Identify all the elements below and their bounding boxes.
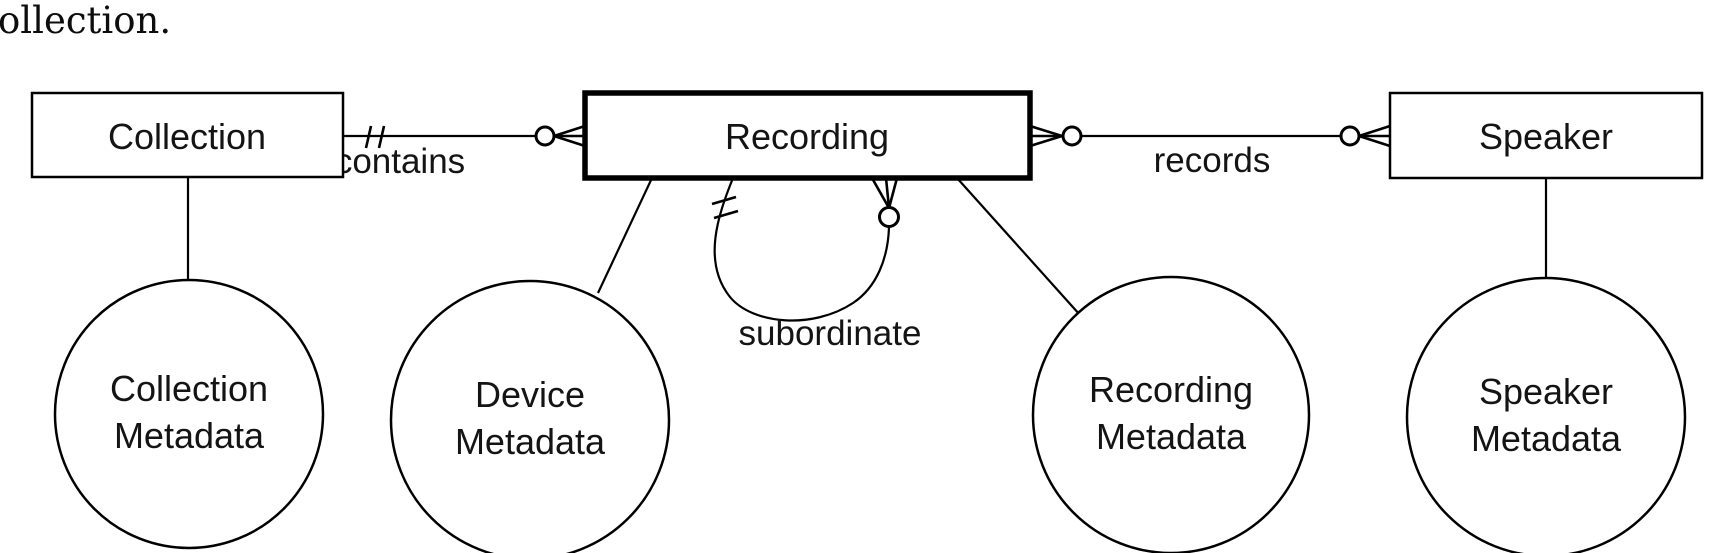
attribute-recording-metadata-circle (1031, 275, 1311, 553)
relationship-contains: contains (335, 124, 586, 181)
document-text-fragment: ollection. (0, 0, 171, 42)
attribute-device-metadata-circle (389, 279, 671, 553)
relationship-records: records (1029, 124, 1391, 180)
attribute-collection-metadata: Collection Metadata (53, 278, 325, 550)
attribute-speaker-metadata-label-line2: Metadata (1471, 418, 1622, 459)
attribute-collection-metadata-label-line2: Metadata (114, 415, 265, 456)
cardinality-zero-many-crowfoot-icon (1029, 124, 1083, 148)
relationship-subordinate-label: subordinate (739, 314, 922, 353)
relationship-subordinate-loop (713, 177, 891, 322)
attribute-collection-metadata-label-line1: Collection (110, 368, 268, 409)
cardinality-zero-many-crowfoot-icon (534, 124, 586, 148)
attribute-device-metadata-label-line2: Metadata (455, 421, 606, 462)
entity-recording: Recording (582, 90, 1033, 181)
attribute-speaker-metadata-label-line1: Speaker (1479, 371, 1613, 412)
entity-collection-label: Collection (108, 116, 266, 157)
relationship-contains-label: contains (335, 142, 465, 181)
relationship-subordinate: subordinate (711, 177, 922, 353)
attribute-device-metadata-label-line1: Device (475, 374, 585, 415)
attribute-recording-metadata-label-line1: Recording (1089, 369, 1253, 410)
entity-recording-label: Recording (725, 116, 889, 157)
connector-recording-to-recording-metadata (956, 177, 1081, 316)
attribute-recording-metadata-label-line2: Metadata (1096, 416, 1247, 457)
entity-speaker-box (1388, 91, 1704, 180)
attribute-speaker-metadata: Speaker Metadata (1405, 276, 1687, 553)
attribute-recording-metadata: Recording Metadata (1031, 275, 1311, 553)
attribute-collection-metadata-circle (53, 278, 325, 550)
attribute-device-metadata: Device Metadata (389, 279, 671, 553)
entity-speaker: Speaker (1388, 91, 1704, 180)
cardinality-zero-many-crowfoot-icon (1339, 124, 1391, 148)
entity-collection-box (30, 91, 345, 179)
entity-speaker-label: Speaker (1479, 116, 1613, 157)
connector-recording-to-device-metadata (597, 177, 653, 294)
cardinality-exactly-one-ticks-icon (711, 195, 739, 220)
entity-recording-box (582, 90, 1033, 181)
attribute-speaker-metadata-circle (1405, 276, 1687, 553)
relationship-records-label: records (1154, 141, 1271, 180)
cardinality-exactly-one-ticks-icon (364, 125, 386, 149)
entity-collection: Collection (30, 91, 345, 179)
cardinality-zero-many-crowfoot-icon (870, 177, 900, 228)
